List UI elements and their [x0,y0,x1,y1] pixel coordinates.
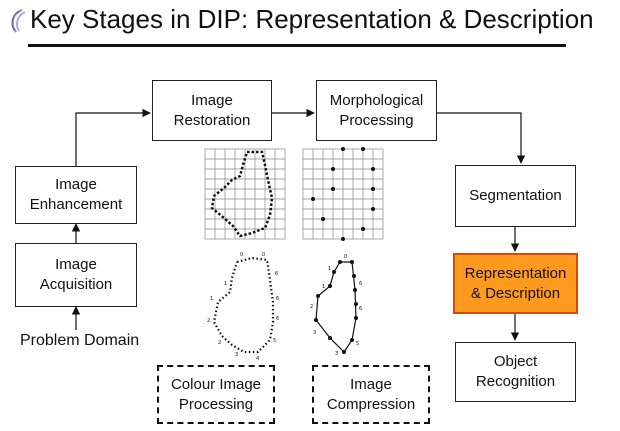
svg-text:3: 3 [313,330,316,336]
svg-text:6: 6 [276,316,279,322]
object-recognition-box: Object Recognition [455,342,576,402]
svg-text:2: 2 [207,318,210,324]
sampled-points-grid-illustration [302,147,384,241]
image-enhancement-box: Image Enhancement [15,166,137,224]
svg-text:1: 1 [210,296,213,302]
chain-code-shape-2: 0 6 6 5 3 3 2 1 1 [310,254,362,357]
colour-image-processing-box: Colour Image Processing [157,365,275,424]
svg-text:1: 1 [328,266,331,272]
image-compression-box: Image Compression [312,365,430,424]
svg-text:3: 3 [235,352,238,358]
svg-text:0: 0 [262,252,265,258]
svg-text:5: 5 [273,338,276,344]
svg-text:1: 1 [224,281,227,287]
svg-text:2: 2 [218,340,221,346]
arrow-morphological-to-segmentation [437,112,526,164]
svg-text:6: 6 [275,271,278,277]
boundary-grid-illustration [204,148,286,240]
chain-code-shape-1: 0 0 6 6 6 5 4 3 2 2 1 1 [207,252,279,362]
title-underline [28,44,566,47]
svg-text:2: 2 [310,304,313,310]
svg-text:4: 4 [256,356,259,362]
svg-text:1: 1 [322,284,325,290]
decorative-swirl-icon [11,9,26,33]
svg-text:0: 0 [344,254,347,260]
morphological-processing-box: Morphological Processing [316,80,437,141]
svg-text:5: 5 [356,341,359,347]
segmentation-box: Segmentation [455,165,576,227]
page-title: Key Stages in DIP: Representation & Desc… [30,4,594,34]
representation-description-box: Representation & Description [453,253,578,314]
svg-text:6: 6 [359,281,362,287]
svg-text:6: 6 [359,306,362,312]
image-restoration-box: Image Restoration [152,80,272,141]
svg-text:0: 0 [240,252,243,258]
svg-text:3: 3 [335,351,338,357]
problem-domain-label: Problem Domain [20,332,140,349]
image-acquisition-box: Image Acquisition [15,243,137,307]
svg-text:6: 6 [276,296,279,302]
arrow-enhancement-to-restoration [75,108,151,166]
